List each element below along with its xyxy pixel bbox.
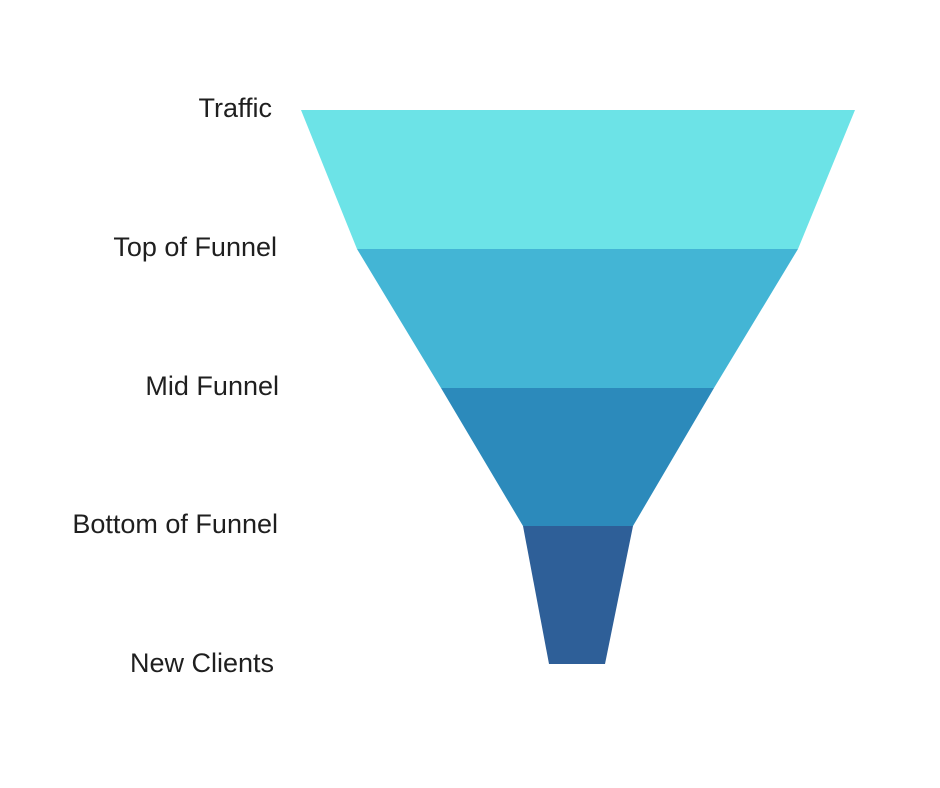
stage-labels: Traffic Top of Funnel Mid Funnel Bottom … [72,93,279,678]
stage-label-new-clients: New Clients [130,648,274,678]
stage-label-traffic: Traffic [198,93,272,123]
funnel-segment-bottom-of-funnel [523,526,633,664]
stage-label-mid-funnel: Mid Funnel [145,371,279,401]
stage-label-bottom-of-funnel: Bottom of Funnel [72,509,278,539]
stage-label-top-of-funnel: Top of Funnel [113,232,277,262]
funnel-segment-mid-funnel [441,388,714,526]
funnel-segment-top-of-funnel [357,249,798,388]
funnel-shape [301,110,855,664]
funnel-segment-traffic [301,110,855,249]
